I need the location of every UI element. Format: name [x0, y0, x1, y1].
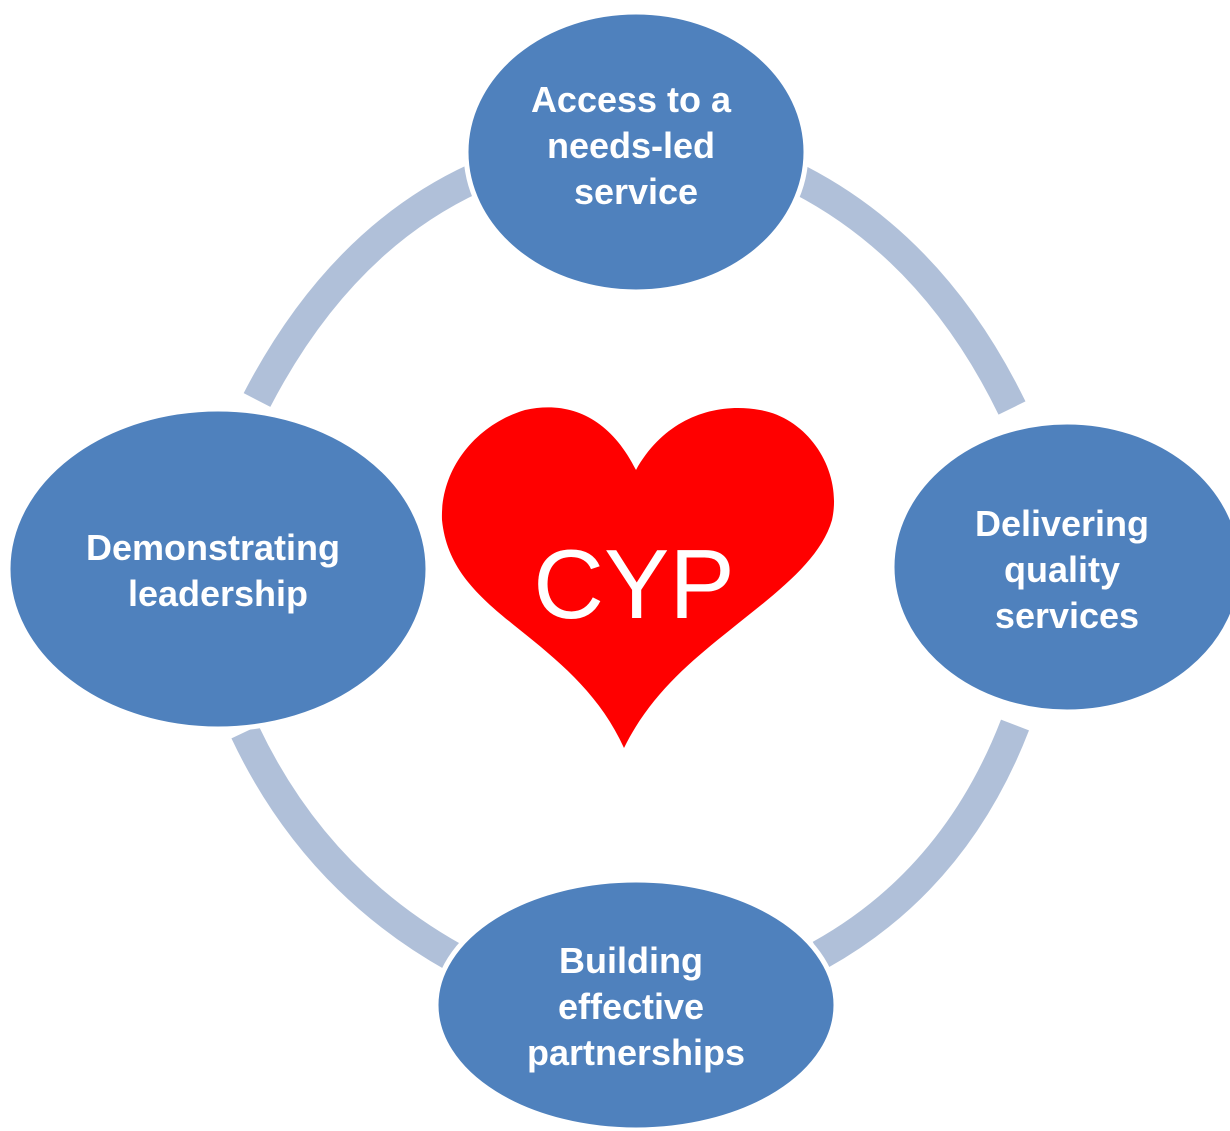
node-delivering-quality-services: Delivering quality services	[889, 419, 1230, 715]
node-label-line: services	[995, 595, 1139, 636]
node-label-line: leadership	[128, 573, 308, 614]
center-label: CYP	[533, 529, 735, 639]
heart-icon	[441, 407, 835, 748]
node-demonstrating-leadership: Demonstrating leadership	[5, 406, 431, 732]
node-label-line: Delivering	[975, 503, 1149, 544]
node-circle-right	[889, 419, 1230, 715]
node-circle-left	[5, 406, 431, 732]
node-label-left: Demonstrating leadership	[86, 527, 350, 614]
ring-arc-bottom-right	[812, 719, 1029, 969]
ring-arc-top-left	[243, 164, 482, 407]
node-label-line: Building	[559, 940, 703, 981]
node-circle-bottom	[433, 877, 839, 1131]
node-access-needs-led-service: Access to a needs-led service	[463, 9, 809, 295]
node-label-line: effective	[558, 986, 704, 1027]
node-label-bottom: Building effective partnerships	[527, 940, 745, 1073]
node-label-line: service	[574, 171, 698, 212]
node-label-line: needs-led	[547, 125, 715, 166]
ring-arc-bottom-left	[231, 725, 463, 972]
node-label-line: quality	[1004, 549, 1120, 590]
node-label-line: partnerships	[527, 1032, 745, 1073]
heart-center: CYP	[441, 407, 835, 748]
ring-connectors	[231, 164, 1029, 972]
node-label-line: Access to a	[531, 79, 732, 120]
node-circle-top	[463, 9, 809, 295]
node-label-line: Demonstrating	[86, 527, 340, 568]
node-building-effective-partnerships: Building effective partnerships	[433, 877, 839, 1131]
node-label-right: Delivering quality services	[975, 503, 1159, 636]
ring-arc-top-right	[793, 166, 1026, 415]
node-label-top: Access to a needs-led service	[531, 79, 741, 212]
